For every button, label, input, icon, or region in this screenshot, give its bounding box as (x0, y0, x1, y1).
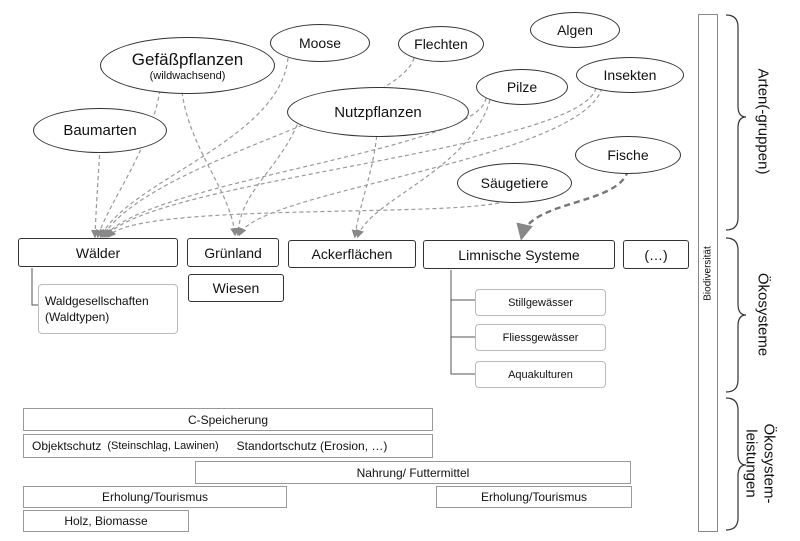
label-saeugetiere: Säugetiere (480, 175, 549, 191)
ellipse-flechten: Flechten (398, 26, 484, 62)
label-holz: Holz, Biomasse (64, 514, 148, 528)
label-waldgesellschaften: Waldgesellschaften (Waldtypen) (45, 294, 149, 324)
label-gefaesspflanzen: Gefäßpflanzen (131, 49, 244, 69)
label-oekosysteme: Ökosysteme (754, 272, 772, 357)
bar-c-speicherung: C-Speicherung (23, 408, 433, 431)
label-ackerflaechen: Ackerflächen (311, 246, 393, 262)
label-aquakulturen: Aquakulturen (508, 368, 573, 381)
box-gruenland: Grünland (187, 238, 279, 267)
label-algen: Algen (557, 22, 593, 38)
label-arten-gruppen: Arten(-gruppen) (754, 68, 772, 175)
ellipse-fische: Fische (575, 136, 681, 174)
label-flechten: Flechten (414, 36, 468, 52)
box-wiesen: Wiesen (188, 274, 284, 302)
bar-holz: Holz, Biomasse (23, 510, 189, 532)
box-fliessgewaesser: Fliessgewässer (475, 324, 606, 351)
arrow-gefaess-waelder (95, 89, 161, 239)
label-nahrung: Nahrung/ Futtermittel (356, 465, 470, 480)
arrow-gefaess-gruenland (181, 91, 239, 237)
bar-nahrung: Nahrung/ Futtermittel (195, 461, 631, 484)
label-erholung-2: Erholung/Tourismus (480, 490, 588, 504)
label-insekten: Insekten (603, 67, 657, 83)
label-etc: (…) (644, 246, 668, 263)
tree-line-waelder (31, 268, 38, 306)
arrow-moose-waelder (99, 57, 289, 239)
bar-biodiversitaet (698, 14, 718, 532)
arrow-insekten-waelder (105, 87, 597, 238)
label-pilze: Pilze (506, 79, 538, 95)
ellipse-nutzpflanzen: Nutzpflanzen (287, 87, 469, 137)
bar-erholung-2: Erholung/Tourismus (436, 486, 632, 508)
label-fliessgewaesser: Fliessgewässer (502, 331, 579, 344)
brace-oekosysteme (725, 237, 747, 393)
box-stillgewaesser: Stillgewässer (475, 289, 606, 316)
bar-objektschutz: Objektschutz (Steinschlag, Lawinen) Stan… (23, 434, 433, 458)
label-oekosystemleistungen-2: leistungen (742, 429, 760, 498)
label-nutzpflanzen: Nutzpflanzen (334, 103, 422, 121)
ellipse-saeugetiere: Säugetiere (457, 163, 572, 203)
label-fische: Fische (607, 147, 649, 163)
label-c-speicherung: C-Speicherung (187, 412, 269, 427)
ellipse-gefaesspflanzen: Gefäßpflanzen (wildwachsend) (100, 37, 275, 94)
box-waelder: Wälder (18, 238, 178, 267)
label-wiesen: Wiesen (212, 280, 260, 296)
label-gefaesspflanzen-sub: (wildwachsend) (149, 69, 226, 82)
box-ackerflaechen: Ackerflächen (288, 240, 416, 268)
arrow-pilze-waelder (103, 97, 487, 238)
ellipse-insekten: Insekten (576, 57, 684, 93)
arrow-pilze-acker (355, 99, 491, 239)
label-waelder: Wälder (75, 244, 121, 261)
label-baumarten: Baumarten (63, 122, 137, 139)
label-standortschutz: Standortschutz (Erosion, …) (236, 439, 388, 453)
ellipse-pilze: Pilze (476, 69, 568, 105)
label-limnische-systeme: Limnische Systeme (458, 246, 580, 263)
tree-line-limnisch (450, 270, 475, 375)
box-limnische-systeme: Limnische Systeme (423, 240, 615, 269)
box-aquakulturen: Aquakulturen (475, 361, 606, 388)
brace-arten (725, 14, 747, 231)
box-etc: (…) (623, 240, 689, 269)
label-erholung-1: Erholung/Tourismus (101, 490, 209, 504)
arrow-nutzpflanzen-gruenland (234, 117, 301, 237)
label-oekosystemleistungen-1: Ökosystem- (760, 423, 778, 504)
arrow-fische-limnisch (516, 169, 630, 241)
ellipse-moose: Moose (270, 24, 370, 62)
arrow-insekten-gruenland (238, 87, 603, 237)
arrow-flechten-waelder (101, 57, 415, 239)
bar-erholung-1: Erholung/Tourismus (23, 486, 287, 508)
brace-leistungen (725, 397, 747, 531)
ellipse-algen: Algen (530, 12, 620, 48)
label-gruenland: Grünland (204, 244, 262, 261)
label-objektschutz-detail: (Steinschlag, Lawinen) (107, 440, 219, 452)
label-objektschutz: Objektschutz (32, 439, 102, 453)
box-waldgesellschaften: Waldgesellschaften (Waldtypen) (38, 284, 178, 334)
label-stillgewaesser: Stillgewässer (508, 296, 573, 309)
ellipse-baumarten: Baumarten (33, 108, 167, 153)
arrow-saeugetiere-waelder (107, 197, 513, 238)
label-moose: Moose (298, 35, 342, 51)
arrow-baumarten-waelder (91, 147, 101, 239)
